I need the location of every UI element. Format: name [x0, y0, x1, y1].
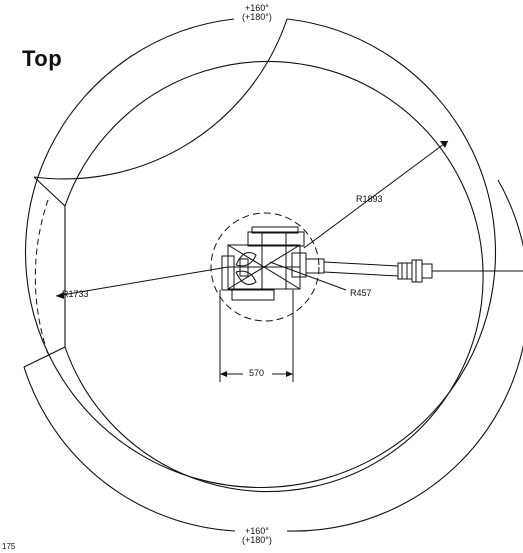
corner-note: 175 [2, 542, 16, 551]
outer-reach-label: R1893 [356, 194, 383, 204]
base-radius-label: R457 [350, 288, 372, 298]
base-width-arrow-left [220, 371, 227, 377]
outer-reach-dimension-line [303, 140, 449, 249]
base-dashed-circle [210, 212, 320, 322]
outer-envelope-arc-lower [23, 366, 236, 532]
bottom-rotation-limit: +160° (+180°) [242, 526, 272, 546]
notch-dashed-arc [34, 199, 49, 355]
inner-envelope-arc [64, 60, 484, 493]
bottom-rotation-limit-secondary: (+180°) [242, 535, 272, 546]
top-rotation-limit: +160° (+180°) [242, 3, 272, 23]
outer-reach-arrowhead [440, 141, 448, 148]
outer-envelope-arc-right [24, 18, 497, 489]
inner-reach-arrowhead [56, 292, 64, 299]
outer-envelope-arc-lower-right [286, 179, 523, 532]
robot-base [221, 226, 307, 301]
inner-reach-label: R1733 [62, 289, 89, 299]
bottom-rotation-limit-primary: +160° [245, 526, 269, 536]
top-rotation-limit-secondary: (+180°) [242, 12, 272, 23]
view-title: Top [22, 46, 63, 71]
inner-reach-dimension-line [55, 266, 229, 297]
top-rotation-limit-primary: +160° [245, 3, 269, 13]
base-width-label: 570 [249, 368, 265, 378]
left-notch [23, 176, 66, 368]
base-radius-leader [269, 261, 347, 291]
base-width-arrow-right [286, 371, 293, 377]
outer-envelope-arc [33, 18, 288, 180]
robot-arm [305, 258, 523, 283]
